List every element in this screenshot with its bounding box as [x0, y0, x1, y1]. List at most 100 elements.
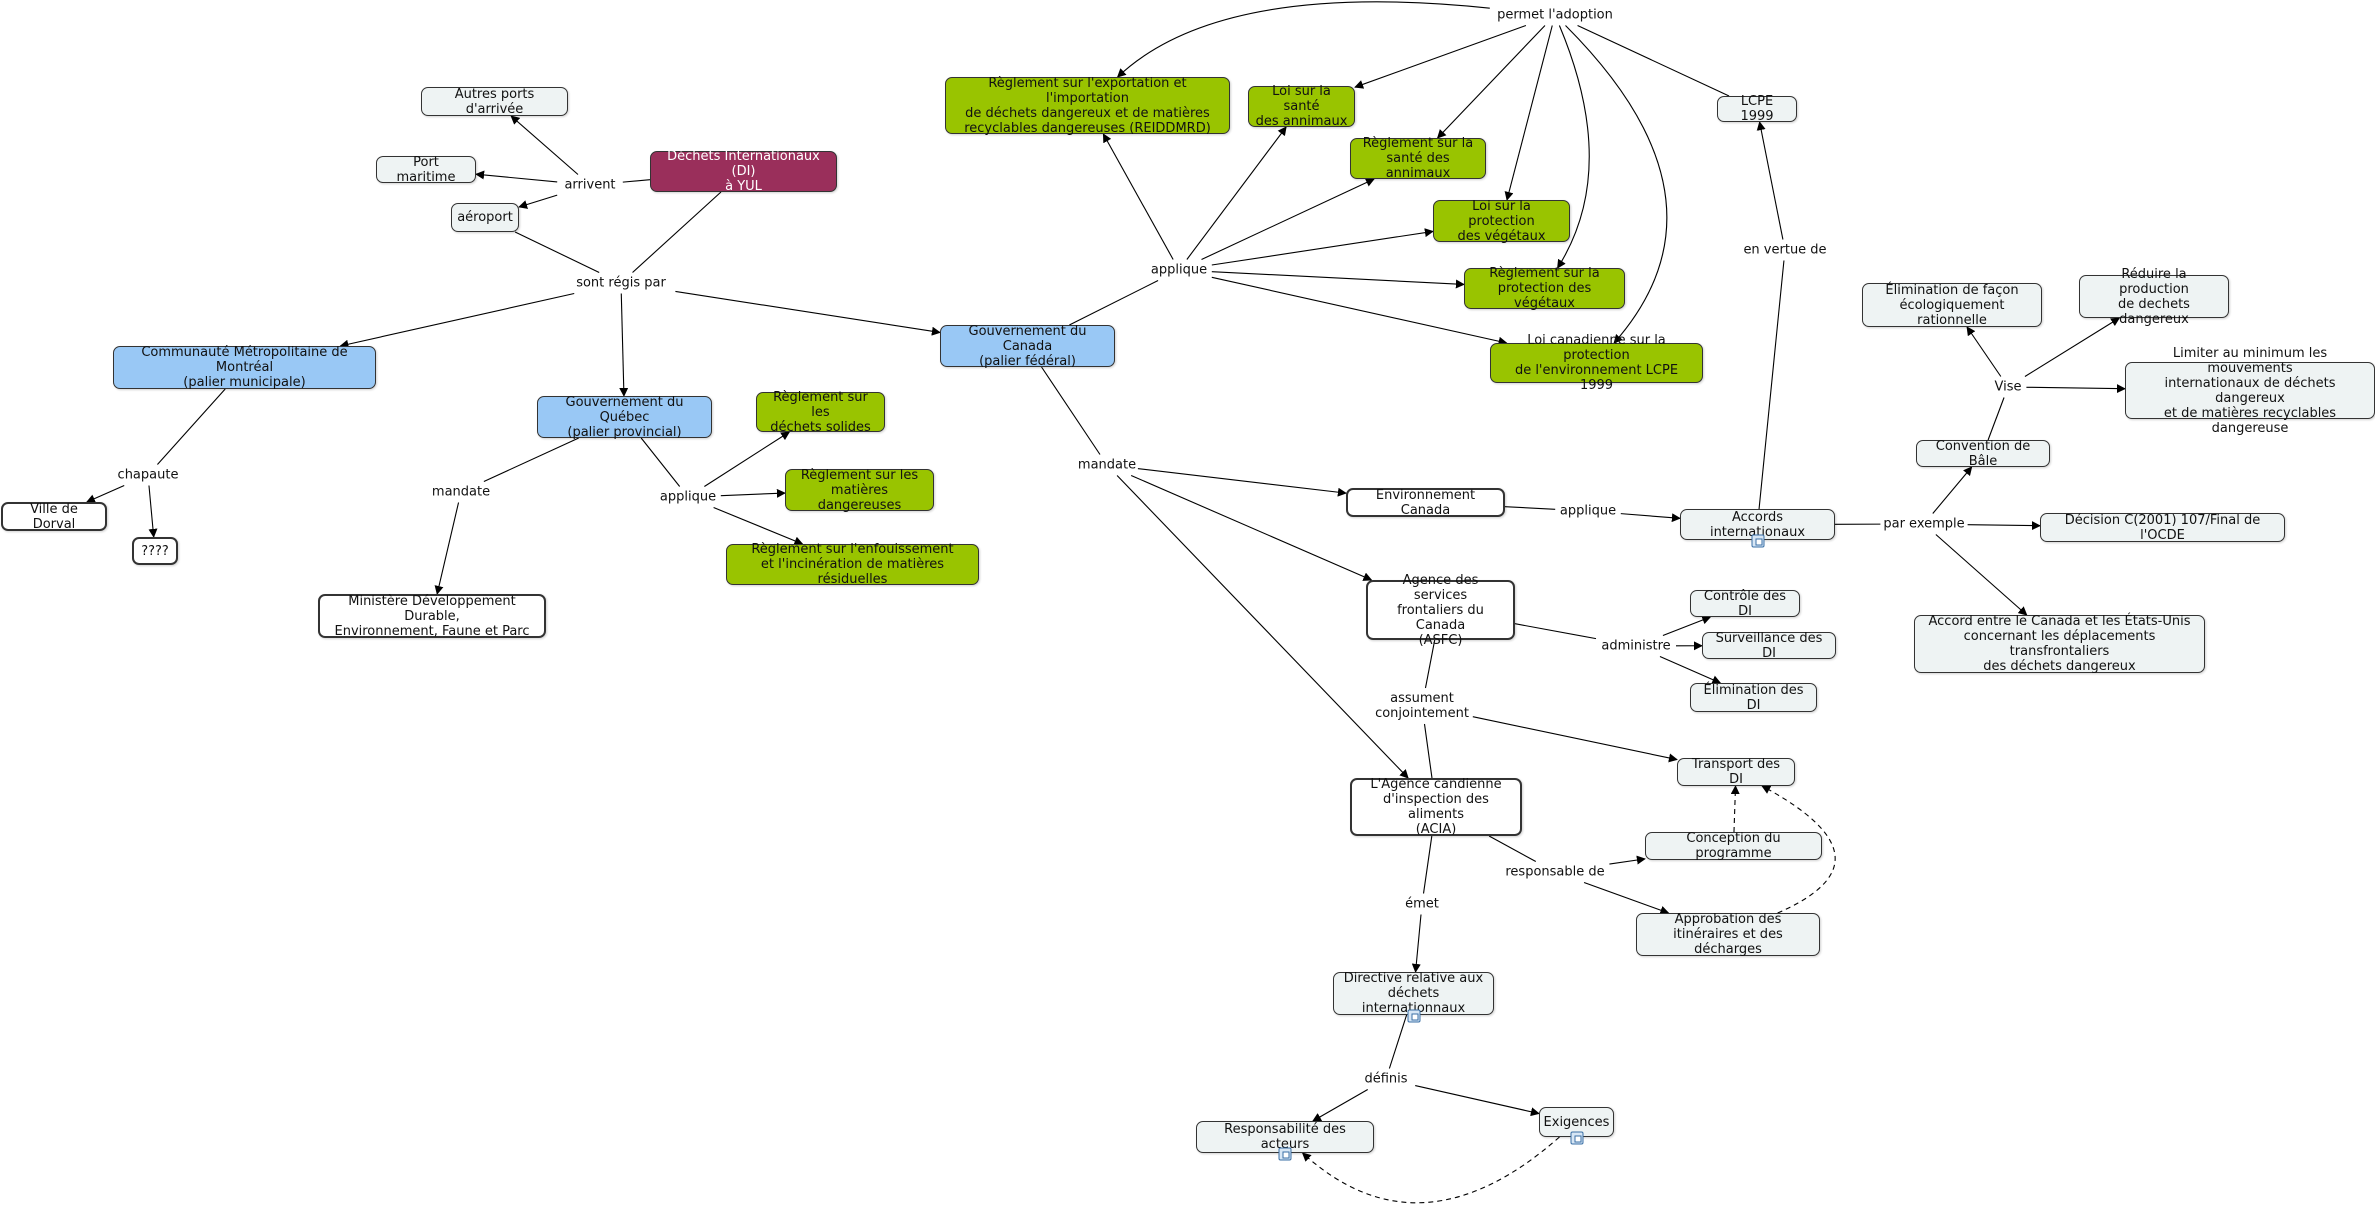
- node-aeroport[interactable]: aéroport: [451, 203, 519, 232]
- node-acia[interactable]: L'Agence candienne d'inspection des alim…: [1350, 777, 1522, 837]
- connection-permet-to-reiddmrd: [1116, 1, 1490, 78]
- linking-phrase-mandate-ca[interactable]: mandate: [1075, 457, 1139, 473]
- linking-phrase-vertu[interactable]: en vertue de: [1741, 242, 1829, 258]
- node-asfc[interactable]: Agence des services frontaliers du Canad…: [1366, 573, 1515, 648]
- node-r-mat[interactable]: Règlement sur les matières dangereuses: [785, 468, 934, 513]
- connection-responsable-to-conception: [1609, 855, 1646, 865]
- linking-phrase-mandate-qc[interactable]: mandate: [429, 484, 493, 500]
- connection-mandate-ca-to-envcan: [1136, 467, 1347, 497]
- linking-phrase-chapaute[interactable]: chapaute: [115, 467, 181, 483]
- node-mddefp[interactable]: Ministère Développement Durable, Environ…: [318, 594, 546, 639]
- connection-administre-to-controle: [1662, 615, 1712, 637]
- linking-phrase-regis[interactable]: sont régis par: [574, 275, 668, 291]
- connection-envcan-to-applique-env: [1504, 506, 1556, 510]
- connection-asfc-to-assument: [1424, 639, 1436, 689]
- connection-lcpe-to-permet: [1577, 25, 1730, 97]
- node-accord-cu[interactable]: Accord entre le Canada et les États-Unis…: [1914, 614, 2205, 674]
- node-r-veg[interactable]: Règlement sur la protection des végétaux: [1464, 266, 1625, 311]
- connection-applique-ca-to-reiddmrd: [1102, 133, 1174, 260]
- connection-accords-to-vertu: [1758, 260, 1785, 510]
- connection-responsable-to-approbation: [1583, 881, 1670, 915]
- node-r-solides[interactable]: Règlement sur les déchets solides: [756, 390, 885, 435]
- connection-chapaute-to-dorval: [86, 484, 125, 503]
- node-di[interactable]: Déchets Internationaux (DI) à YUL: [650, 149, 837, 194]
- linking-phrase-applique-env[interactable]: applique: [1557, 503, 1619, 519]
- node-surveillance[interactable]: Surveillance des DI: [1702, 631, 1836, 661]
- connection-di-to-arrivent: [622, 179, 651, 183]
- node-gqc[interactable]: Gouvernement du Québec (palier provincia…: [537, 395, 712, 440]
- attachment-icon[interactable]: [1570, 1131, 1583, 1145]
- linking-phrase-responsable[interactable]: responsable de: [1503, 864, 1607, 880]
- connection-permet-to-lcpe-loi: [1565, 25, 1668, 344]
- connection-gca-to-mandate-ca: [1041, 366, 1101, 455]
- attachment-icon[interactable]: [1407, 1009, 1420, 1023]
- node-autres[interactable]: Autres ports d'arrivée: [421, 87, 568, 117]
- connection-permet-to-loi-veg: [1504, 25, 1553, 201]
- node-r-sante[interactable]: Règlement sur la santé des annimaux: [1350, 136, 1486, 181]
- connection-exigences-to-responsabilite: [1301, 1136, 1560, 1204]
- attachment-icon[interactable]: [1278, 1147, 1292, 1161]
- linking-phrase-applique-qc[interactable]: applique: [657, 489, 719, 505]
- linking-phrase-applique-ca[interactable]: applique: [1148, 262, 1210, 278]
- linking-phrase-administre[interactable]: administre: [1599, 638, 1673, 654]
- connection-arrivent-to-maritime: [475, 170, 558, 183]
- node-dorval[interactable]: Ville de Dorval: [1, 502, 107, 532]
- linking-phrase-arrivent[interactable]: arrivent: [562, 177, 618, 193]
- node-lcpe[interactable]: LCPE 1999: [1717, 94, 1797, 124]
- connection-regis-to-cmm: [339, 292, 575, 349]
- connection-acia-to-emet: [1422, 835, 1433, 894]
- connection-arrivent-to-aeroport: [518, 194, 558, 209]
- connection-par-exemple-to-bale: [1932, 466, 1973, 514]
- attachment-icon[interactable]: [1751, 534, 1764, 548]
- node-maritime[interactable]: Port maritime: [376, 155, 476, 185]
- connection-applique-qc-to-r-enfouis: [713, 506, 804, 546]
- node-loi-veg[interactable]: Loi sur la protection des végétaux: [1433, 199, 1570, 244]
- connection-applique-ca-to-loi-sante: [1186, 126, 1287, 260]
- node-transport[interactable]: Transport des DI: [1677, 757, 1795, 787]
- linking-phrase-assument[interactable]: assument conjointement: [1373, 691, 1471, 721]
- node-controle[interactable]: Contrôle des DI: [1690, 589, 1800, 619]
- linking-phrase-emet[interactable]: émet: [1403, 896, 1441, 912]
- node-reiddmrd[interactable]: Règlement sur l'exportation et l'importa…: [945, 76, 1230, 136]
- node-r-enfouis[interactable]: Règlement sur l'enfouissement et l'incin…: [726, 542, 979, 587]
- connection-applique-qc-to-r-mat: [720, 488, 786, 498]
- connection-permet-to-r-veg: [1557, 25, 1590, 269]
- linking-phrase-vise[interactable]: Vise: [1992, 379, 2024, 395]
- node-limiter[interactable]: Limiter au minimum les mouvements intern…: [2125, 346, 2375, 436]
- connection-bale-to-vise: [1987, 397, 2005, 441]
- linking-phrase-permet[interactable]: permet l'adoption: [1495, 7, 1615, 23]
- node-qqq[interactable]: ????: [132, 537, 178, 565]
- connection-applique-ca-to-r-sante: [1201, 178, 1375, 260]
- node-bale[interactable]: Convention de Bâle: [1916, 439, 2050, 469]
- linking-phrase-definis[interactable]: définis: [1362, 1071, 1410, 1087]
- connection-applique-ca-to-loi-veg: [1211, 228, 1434, 266]
- node-directive[interactable]: Directive relative aux déchets internati…: [1333, 971, 1494, 1016]
- linking-phrase-par-exemple[interactable]: par exemple: [1881, 516, 1967, 532]
- node-elim-eco[interactable]: Élimination de façon écologiquement rati…: [1862, 283, 2042, 328]
- connection-gqc-to-mandate-qc: [483, 437, 579, 482]
- node-elimination[interactable]: Élimination des DI: [1690, 683, 1817, 713]
- connection-vertu-to-lcpe: [1756, 121, 1784, 240]
- node-envcan[interactable]: Environnement Canada: [1346, 488, 1505, 518]
- connection-permet-to-loi-sante: [1354, 24, 1527, 89]
- connection-vise-to-elim-eco: [1966, 326, 2002, 377]
- node-cmm[interactable]: Communauté Métropolitaine de Montréal (p…: [113, 345, 376, 390]
- node-reduire[interactable]: Réduire la production de dechets dangere…: [2079, 267, 2229, 327]
- node-conception[interactable]: Conception du programme: [1645, 831, 1822, 861]
- node-approbation[interactable]: Approbation des itinéraires et des décha…: [1636, 912, 1820, 957]
- connection-applique-ca-to-lcpe-loi: [1211, 276, 1508, 346]
- connection-arrivent-to-autres: [510, 115, 579, 175]
- connection-administre-to-elimination: [1659, 655, 1722, 684]
- node-ocde[interactable]: Décision C(2001) 107/Final de l'OCDE: [2040, 513, 2285, 543]
- connection-vise-to-reduire: [2024, 317, 2121, 377]
- connection-par-exemple-to-ocde: [1967, 521, 2041, 531]
- connection-mandate-ca-to-acia: [1116, 475, 1409, 779]
- node-loi-sante[interactable]: Loi sur la santé des annimaux: [1248, 84, 1355, 129]
- connection-aeroport-to-regis: [514, 231, 600, 273]
- connection-permet-to-r-sante: [1436, 25, 1546, 139]
- connection-vise-to-limiter: [2026, 384, 2126, 394]
- connection-regis-to-gca: [675, 290, 941, 336]
- node-gca[interactable]: Gouvernement du Canada (palier fédéral): [940, 324, 1115, 369]
- node-lcpe-loi[interactable]: Loi canadienne sur la protection de l'en…: [1490, 333, 1703, 393]
